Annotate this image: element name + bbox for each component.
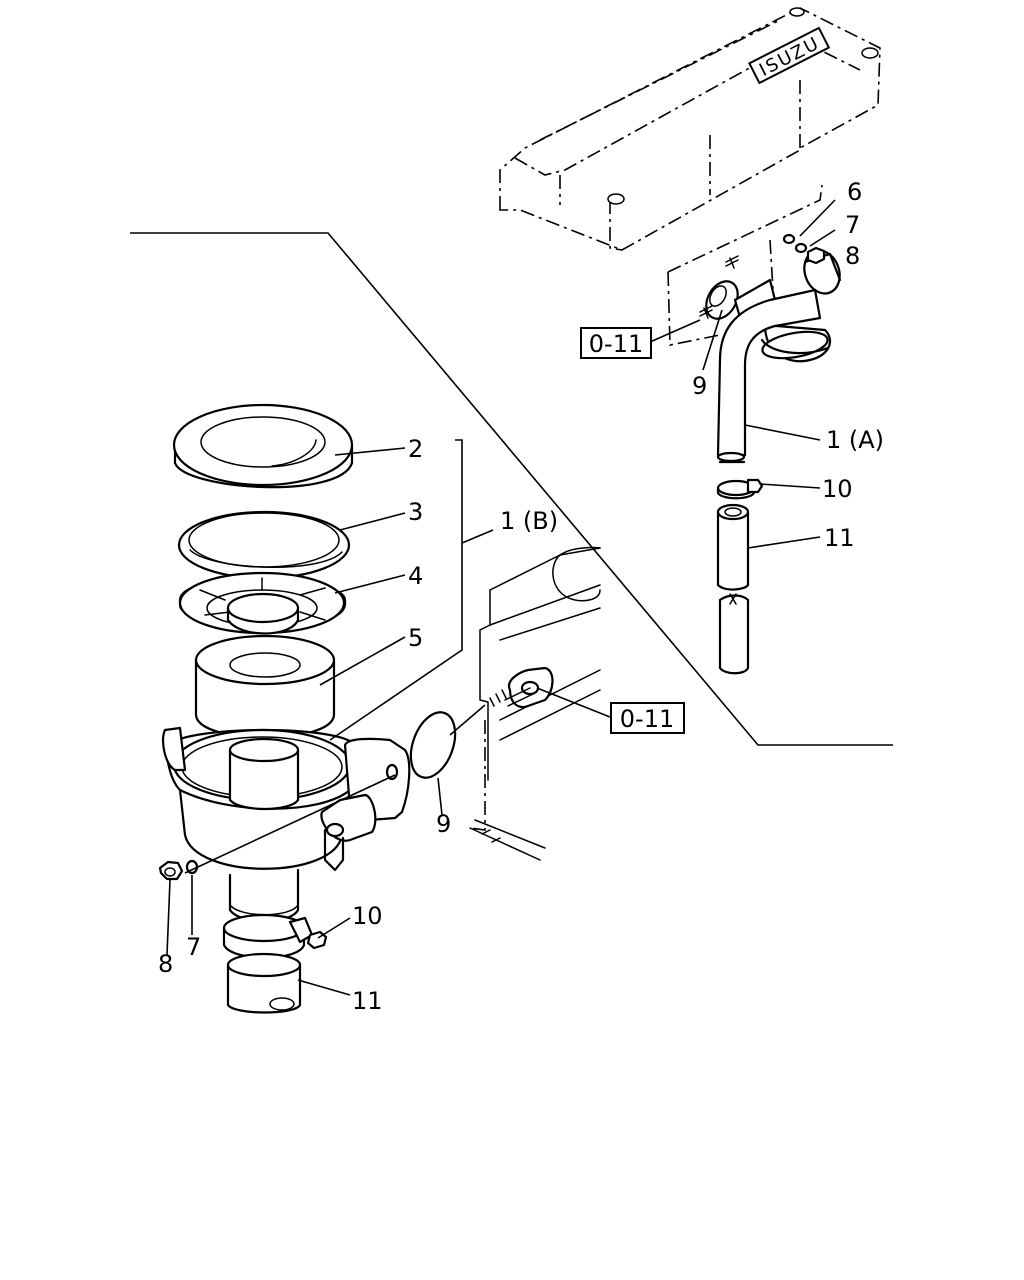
- lock-washer-7-top: [794, 242, 808, 254]
- gasket-9-mid: [409, 711, 457, 779]
- callout-7-bottom: 7: [186, 933, 201, 961]
- hose-clamp-10-bottom: [222, 913, 328, 959]
- callout-3: 3: [408, 498, 423, 526]
- gasket-ring-top: [705, 280, 739, 320]
- callout-4: 4: [408, 562, 423, 590]
- breather-assembly-1b: [158, 403, 411, 1014]
- section-frame-line: [130, 232, 893, 746]
- washer-6: [782, 233, 796, 245]
- hose-clamp-10-top: [716, 478, 764, 500]
- callout-6: 6: [847, 178, 862, 206]
- callout-11-bottom: 11: [352, 987, 383, 1015]
- engine-block-side: [469, 546, 601, 861]
- nut-8-top: [806, 246, 826, 265]
- isuzu-brand-plate: ISUZU: [748, 26, 831, 85]
- callout-2: 2: [408, 435, 423, 463]
- callout-10-bottom: 10: [352, 902, 383, 930]
- callout-1a: 1 (A): [826, 426, 884, 454]
- gasket-ring-3: [177, 510, 351, 580]
- callout-5: 5: [408, 624, 423, 652]
- breather-mount-panel: [667, 184, 823, 346]
- ref-box-top-text: 0-11: [589, 330, 643, 358]
- callout-labels: 6 7 8 9 1 (A) 10 11 2 3 1 (B) 4 5 9 10 7…: [158, 178, 884, 1015]
- ref-box-right-text: 0-11: [620, 705, 674, 733]
- filter-element-5: [194, 634, 336, 739]
- isuzu-brand-text: ISUZU: [756, 33, 824, 81]
- callout-1b: 1 (B): [500, 507, 558, 535]
- stud-top-2: [699, 305, 713, 319]
- callout-8-top: 8: [845, 242, 860, 270]
- hose-11-bottom: [226, 952, 302, 1014]
- callout-7-top: 7: [845, 211, 860, 239]
- cover-bolt-2: [861, 47, 879, 59]
- rocker-cover: ISUZU: [499, 7, 881, 251]
- cover-bolt-3: [789, 7, 805, 17]
- element-holder-4: [178, 571, 347, 635]
- breather-pipe-1a: [716, 233, 842, 464]
- breather-body: [161, 726, 411, 923]
- breather-cap-2: [172, 403, 354, 489]
- ref-box-top: 0-11: [580, 327, 652, 359]
- callout-11-top: 11: [824, 524, 855, 552]
- callout-9-bottom: 9: [436, 810, 451, 838]
- stud-top-1: [725, 255, 739, 269]
- callout-8-bottom: 8: [158, 950, 173, 978]
- callout-10-top: 10: [822, 475, 853, 503]
- ref-box-right: 0-11: [610, 702, 685, 734]
- callout-9-top: 9: [692, 372, 707, 400]
- leader-lines: [166, 199, 836, 996]
- stud-right: [489, 687, 534, 707]
- hose-11-top: [716, 503, 750, 675]
- cover-bolt-1: [607, 193, 625, 205]
